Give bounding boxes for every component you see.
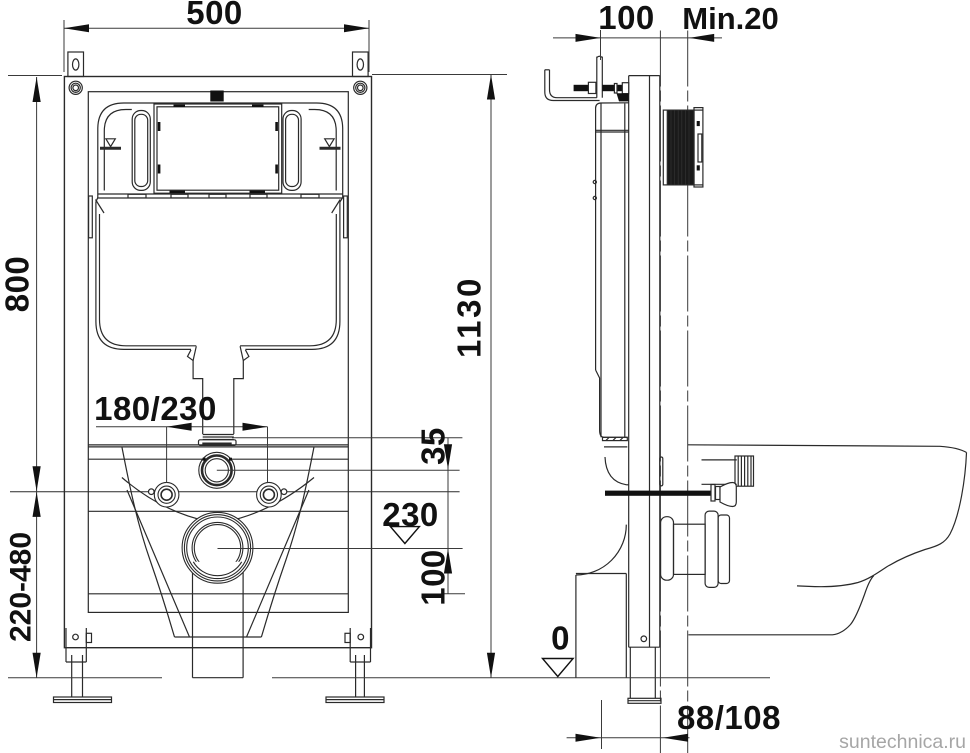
svg-text:35: 35 — [414, 427, 451, 465]
svg-text:0: 0 — [551, 620, 570, 657]
svg-text:800: 800 — [0, 256, 35, 313]
svg-text:180/230: 180/230 — [94, 390, 217, 427]
svg-text:suntechnica.ru: suntechnica.ru — [839, 731, 966, 753]
svg-text:230: 230 — [382, 496, 439, 533]
svg-text:1130: 1130 — [450, 276, 487, 358]
svg-text:220-480: 220-480 — [5, 532, 38, 642]
svg-text:500: 500 — [186, 0, 243, 31]
svg-text:100: 100 — [414, 549, 451, 606]
svg-text:88/108: 88/108 — [677, 699, 781, 736]
svg-text:Min.20: Min.20 — [682, 1, 778, 36]
svg-text:100: 100 — [598, 0, 655, 36]
